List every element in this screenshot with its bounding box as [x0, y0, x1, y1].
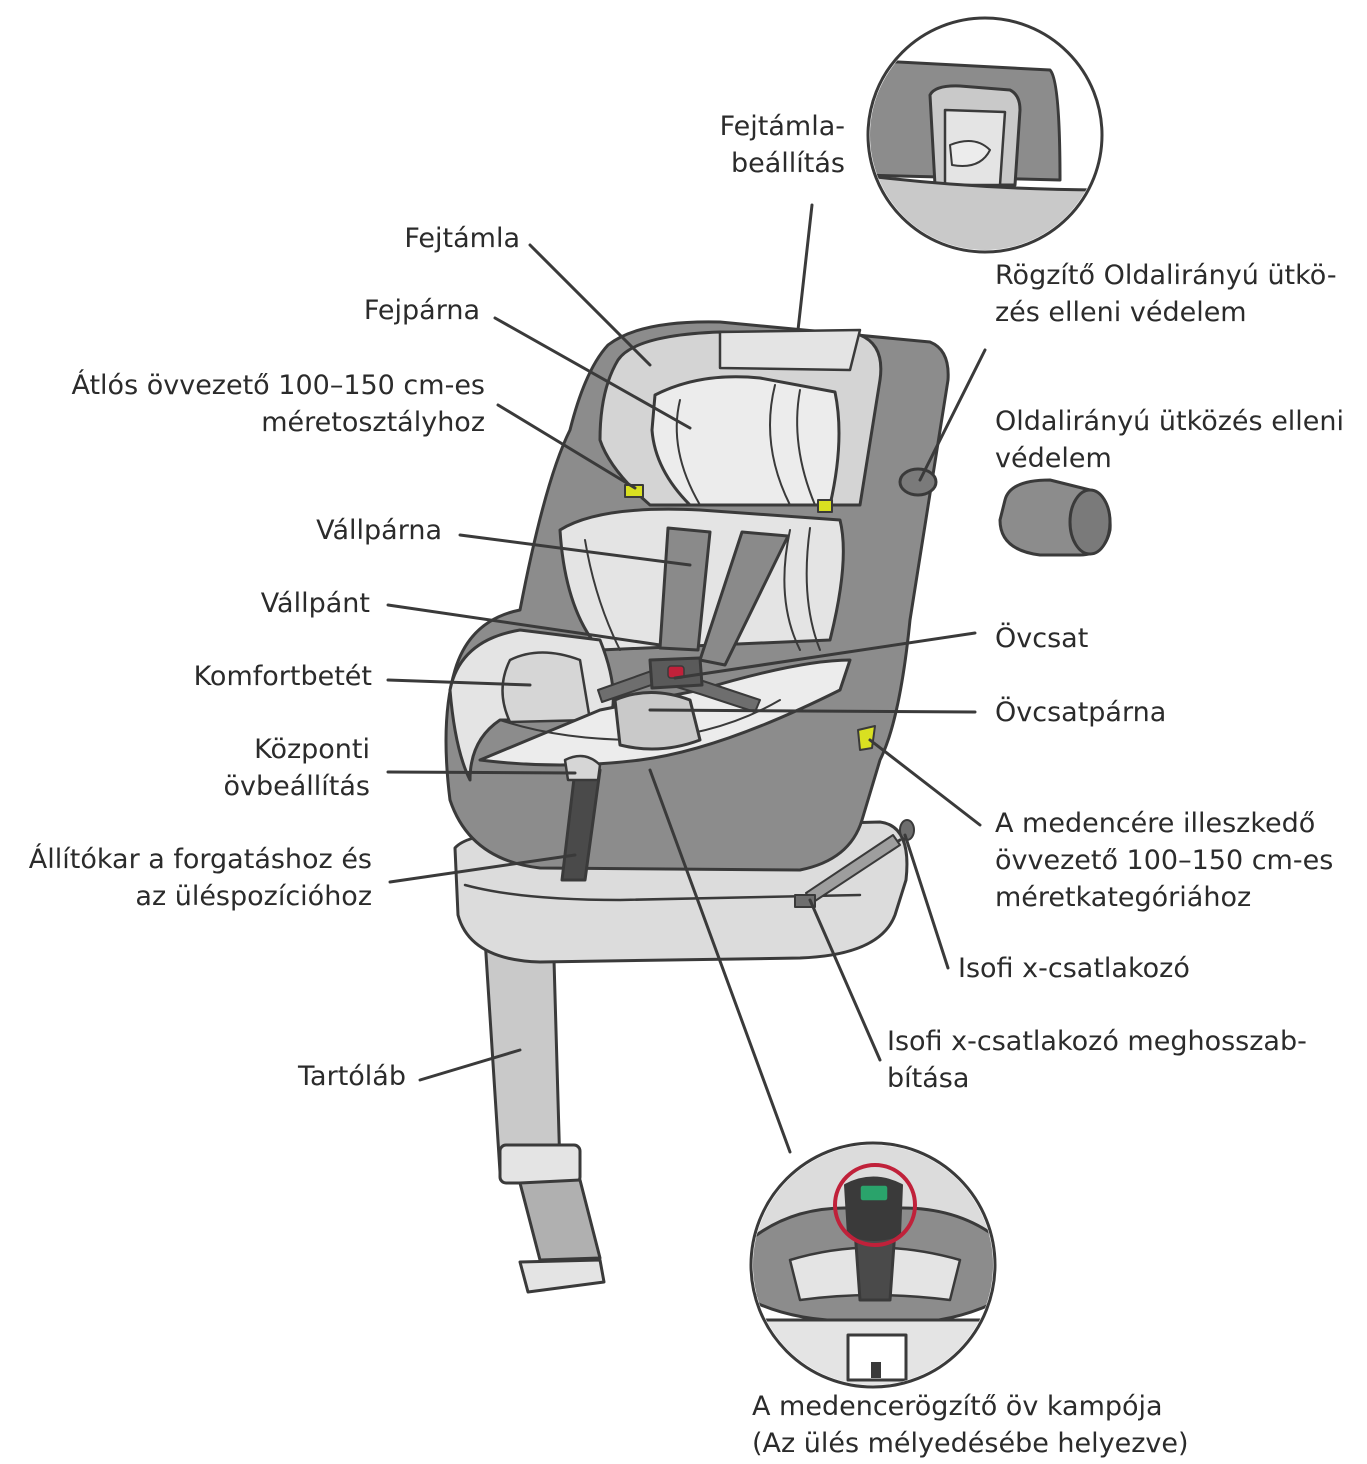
side-protection-detached	[998, 478, 1112, 557]
label-lap-hook: A medencerögzítő öv kampója (Az ülés mél…	[752, 1391, 1189, 1459]
label-buckle-pad: Övcsatpárna	[995, 697, 1167, 728]
leader-isofix-extension	[808, 898, 882, 1062]
leader-shoulder-strap	[386, 603, 662, 647]
leader-lines	[386, 203, 987, 1154]
leader-central-adjust	[386, 770, 577, 775]
label-central-adjust: Központi övbeállítás	[223, 734, 371, 802]
side-protection-on-seat	[898, 467, 938, 497]
label-buckle: Övcsat	[995, 623, 1089, 654]
label-comfort-insert: Komfortbetét	[193, 661, 372, 692]
leader-buckle	[673, 631, 977, 680]
leader-headrest	[528, 243, 652, 367]
label-shoulder-pad: Vállpárna	[316, 515, 442, 546]
label-fixing-side-protection: Rögzítő Oldalirányú ütkö- zés elleni véd…	[995, 260, 1337, 328]
leader-head-pillow	[493, 316, 692, 430]
leader-lap-hook	[648, 768, 792, 1154]
head-pillow-drawing	[650, 375, 841, 507]
leader-comfort-insert	[386, 678, 532, 687]
leader-lap-guide	[868, 738, 982, 827]
leader-fixing-side-protection	[918, 348, 987, 482]
headrest-adjust-detail	[866, 16, 1104, 254]
label-isofix: Isofi x-csatlakozó	[958, 953, 1190, 984]
label-side-protection: Oldalirányú ütközés elleni védelem	[995, 406, 1345, 474]
leader-headrest-adjust	[796, 203, 814, 332]
leader-rotation-lever	[388, 853, 577, 884]
label-support-leg: Tartóláb	[298, 1061, 406, 1092]
leader-isofix	[903, 833, 950, 970]
label-lap-guide: A medencére illeszkedő övvezető 100–150 …	[995, 808, 1334, 913]
buckle-pad-drawing	[613, 691, 702, 751]
label-isofix-extension: Isofi x-csatlakozó meghosszab- bítása	[887, 1026, 1307, 1094]
comfort-insert-drawing	[501, 651, 592, 724]
shoulder-strap-drawing	[658, 526, 712, 652]
leader-buckle-pad	[648, 708, 977, 714]
label-shoulder-strap: Vállpánt	[260, 588, 370, 619]
label-rotation-lever: Állítókar a forgatáshoz és az üléspozíci…	[28, 844, 372, 912]
label-head-pillow: Fejpárna	[363, 295, 480, 326]
leader-diagonal-guide	[496, 403, 637, 490]
label-headrest-adjust: Fejtámla- beállítás	[719, 111, 845, 179]
leader-support-leg	[418, 1048, 522, 1082]
leader-shoulder-pad	[458, 533, 692, 567]
label-diagonal-guide: Átlós övvezető 100–150 cm-es méretosztál…	[71, 370, 485, 438]
label-headrest: Fejtámla	[404, 223, 520, 254]
lap-hook-detail	[749, 1141, 997, 1389]
